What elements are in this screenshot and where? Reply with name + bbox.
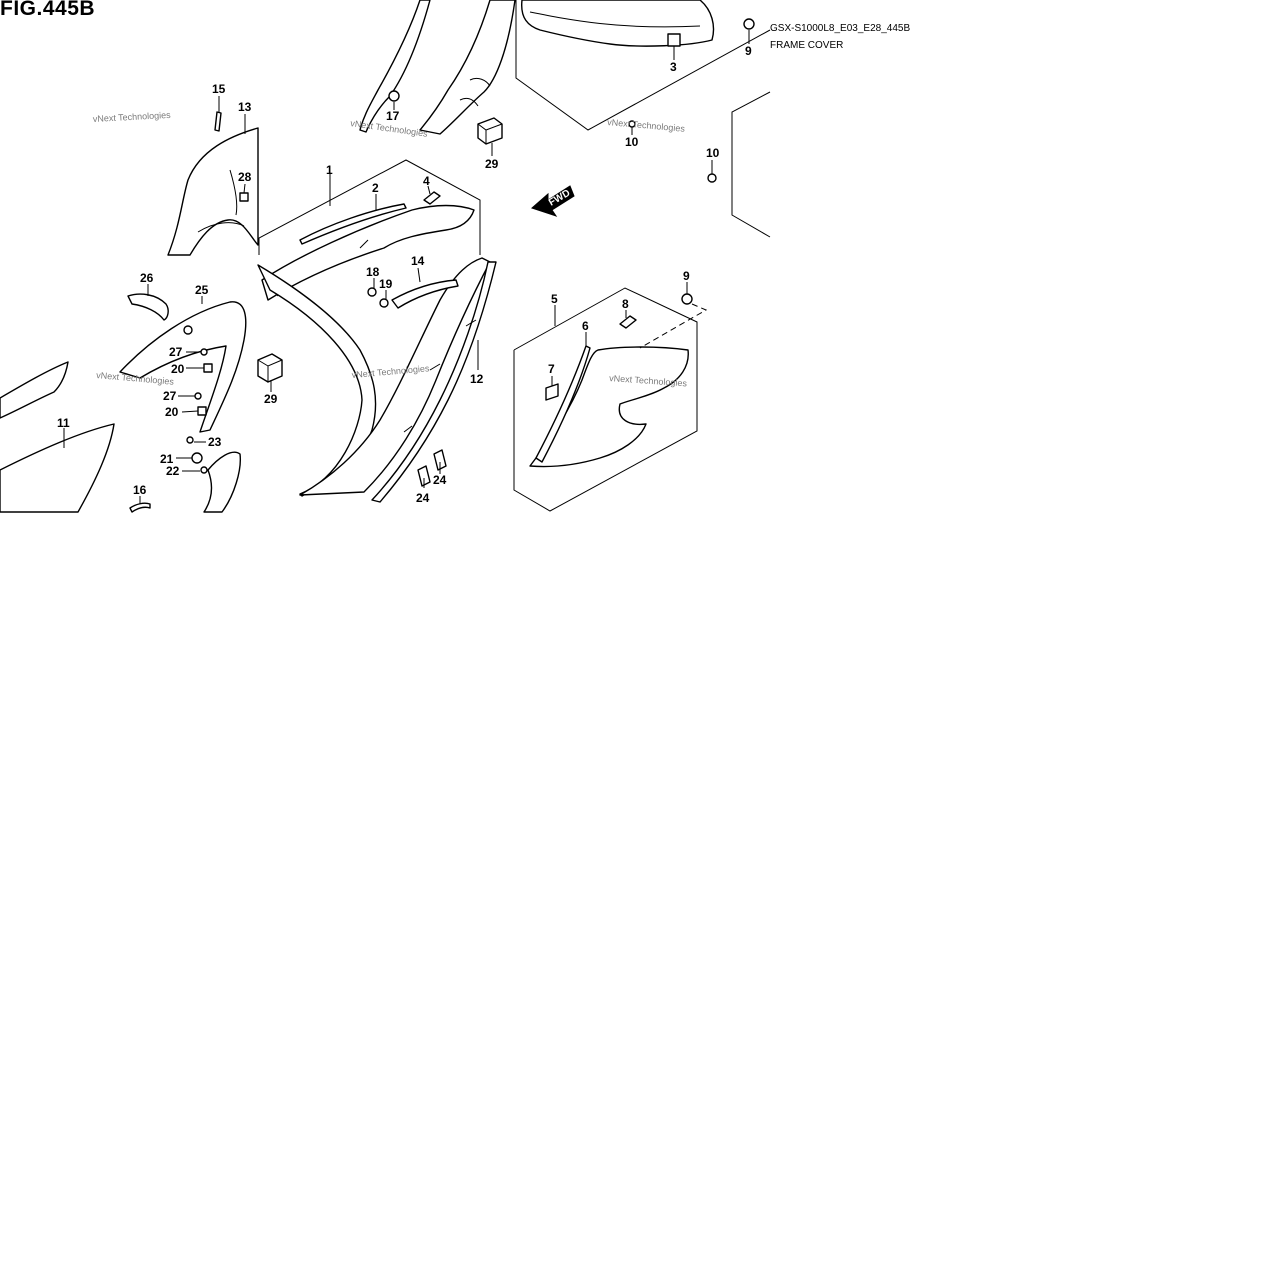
callout-2: 2 [372, 181, 379, 195]
part-29a-block [477, 117, 503, 145]
part-26-pad [127, 293, 169, 321]
part-18-bolt [367, 287, 377, 297]
callout-3: 3 [670, 60, 677, 74]
callout-4: 4 [423, 174, 430, 188]
part-21-collar [191, 452, 203, 464]
part-tail-lower-right [203, 451, 241, 513]
callout-27b: 27 [163, 389, 177, 403]
part-13-inner-edge [197, 222, 245, 233]
part-20a-nut [203, 363, 213, 373]
part-4-pad [423, 191, 441, 205]
part-24a-pad [417, 465, 431, 487]
callout-8: 8 [622, 297, 629, 311]
callout-11: 11 [57, 416, 70, 430]
callout-9b: 9 [683, 269, 690, 283]
part-25-tail-cover [119, 301, 247, 433]
callout-16: 16 [133, 483, 147, 497]
callout-1: 1 [326, 163, 333, 177]
callout-numbers: 15 13 28 17 29 3 9 10 10 1 2 4 26 25 27 … [57, 44, 752, 505]
part-24b-pad [433, 449, 447, 471]
callout-25: 25 [195, 283, 209, 297]
part-13-inner-edge-2 [229, 169, 238, 216]
callout-10a: 10 [625, 135, 639, 149]
group-box-top-right [515, 0, 771, 131]
part-9a-grommet [743, 18, 755, 30]
callout-7: 7 [548, 362, 555, 376]
part-top-frame-body [419, 0, 516, 135]
section-name: FRAME COVER [770, 40, 844, 51]
part-29b-top [257, 359, 283, 382]
group-box-center [258, 159, 481, 255]
leader-lines [63, 30, 750, 504]
part-19-collar [379, 298, 389, 308]
part-29a-top [477, 123, 503, 144]
part-frame-cover-top [521, 0, 715, 47]
part-frame-cover-strip [529, 11, 701, 28]
part-12-strip [371, 261, 497, 503]
part-23-bolt [186, 436, 194, 444]
part-28-nut [239, 192, 249, 202]
callout-24b: 24 [433, 473, 447, 487]
callout-26: 26 [140, 271, 154, 285]
part-27b-screw [194, 392, 202, 400]
model-code: GSX-S1000L8_E03_E28_445B [770, 23, 911, 34]
part-6-trim [535, 345, 591, 463]
fwd-arrow: FWD [531, 185, 575, 217]
figure-title: FIG.445B [0, 0, 96, 20]
part-12-details [403, 319, 477, 433]
part-9b-dash-line [639, 303, 708, 349]
group-box-lower-right [513, 287, 698, 512]
callout-23: 23 [208, 435, 222, 449]
part-8-pad [619, 315, 637, 329]
watermark-3: vNext Technologies [607, 117, 686, 134]
part-top-frame-rail [359, 0, 431, 133]
callout-13: 13 [238, 100, 252, 114]
part-22-grommet [200, 466, 208, 474]
callout-14: 14 [411, 254, 425, 268]
callout-9a: 9 [745, 44, 752, 58]
part-far-left-cover [0, 361, 69, 419]
callout-20a: 20 [171, 362, 185, 376]
part-2-trim [299, 203, 407, 245]
callout-29b: 29 [264, 392, 278, 406]
callout-5: 5 [551, 292, 558, 306]
callout-10b: 10 [706, 146, 720, 160]
group-box-far-right [731, 91, 771, 238]
callout-22: 22 [166, 464, 180, 478]
watermark-4: vNext Technologies [96, 370, 175, 387]
callout-29a: 29 [485, 157, 499, 171]
callout-6: 6 [582, 319, 589, 333]
callout-24a: 24 [416, 491, 430, 505]
part-1-side-cover [261, 204, 475, 301]
part-13-tail-cover [167, 127, 259, 256]
part-9b-grommet [681, 293, 693, 305]
part-27a-screw [200, 348, 208, 356]
part-7-label [545, 383, 559, 401]
callout-28: 28 [238, 170, 252, 184]
part-top-frame-detail [459, 77, 491, 107]
part-3-label [667, 33, 681, 47]
callout-18: 18 [366, 265, 380, 279]
part-29b-block [257, 353, 283, 383]
part-5-frame-cover [529, 346, 689, 468]
part-16-trim [129, 502, 151, 513]
part-25-mount [183, 325, 193, 335]
part-17-grommet [388, 90, 400, 102]
callout-17: 17 [386, 109, 400, 123]
callout-15: 15 [212, 82, 226, 96]
callout-19: 19 [379, 277, 393, 291]
part-10b-clip [707, 173, 717, 183]
part-14-bracket [391, 279, 459, 309]
callout-12: 12 [470, 372, 484, 386]
part-20b-nut [197, 406, 207, 416]
part-11-cover [0, 423, 115, 513]
part-15-clip [214, 111, 222, 132]
callout-20b: 20 [165, 405, 179, 419]
part-12-lower-shell [299, 257, 491, 496]
watermark-1: vNext Technologies [93, 110, 172, 124]
callout-27a: 27 [169, 345, 183, 359]
callout-21: 21 [160, 452, 174, 466]
